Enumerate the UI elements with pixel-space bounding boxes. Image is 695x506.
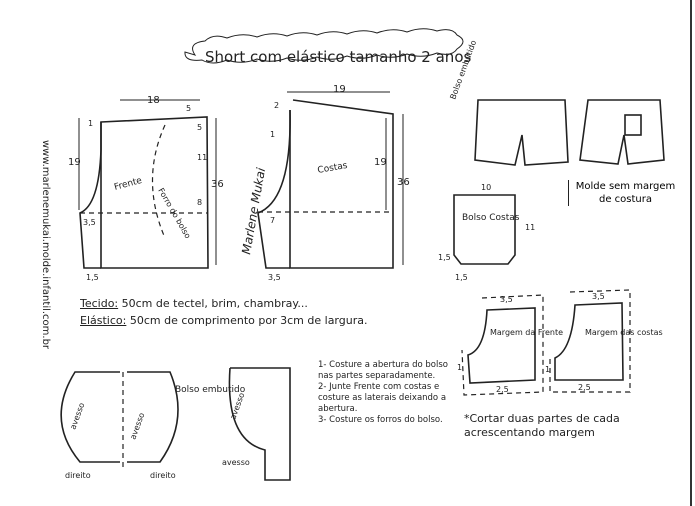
front-pocket-top: 5 <box>197 123 202 132</box>
front-pattern-piece: 18 5 1 19 36 5 11 8 3,5 1,5 Frente Forro… <box>68 95 224 282</box>
front-label: Frente <box>113 176 143 193</box>
back-facing-label: Margem das costas <box>585 328 663 337</box>
cut-note: *Cortar duas partes de cada acrescentand… <box>464 412 620 439</box>
website-text: www.marlenemukai.molde.infantil.com.br <box>40 140 51 350</box>
front-total-height: 36 <box>211 179 224 190</box>
pocket-height: 11 <box>525 223 535 232</box>
pocket-diagram-label: Bolso embutido <box>175 385 246 395</box>
front-pocket-opening: 11 <box>197 153 207 162</box>
front-waist-offset: 5 <box>186 104 191 113</box>
back-width-label: 19 <box>333 84 346 95</box>
back-facing-side: 1 <box>545 365 550 374</box>
title-cloud: Short com elástico tamanho 2 anos <box>184 28 471 66</box>
cut-note-box: *Cortar duas partes de cada acrescentand… <box>464 412 620 439</box>
direito-label-2: direito <box>150 471 176 480</box>
front-facing-bottom: 2,5 <box>496 385 509 394</box>
direito-label-1: direito <box>65 471 91 480</box>
avesso-label-4: avesso <box>222 458 250 467</box>
elastic-text: 50cm de comprimento por 3cm de largura. <box>129 314 368 327</box>
elastic-label: Elástico: <box>80 314 127 327</box>
front-facing-label: Margem da Frente <box>490 328 563 337</box>
back-rise2-label: 1 <box>270 130 275 139</box>
front-hem-offset: 1,5 <box>86 273 99 282</box>
back-facing-top: 3,5 <box>592 292 605 301</box>
pocket-label: Bolso Costas <box>462 213 520 223</box>
fabric-text: 50cm de tectel, brim, chambray... <box>121 297 308 310</box>
pocket-assembly-diagram: avesso avesso direito direito Bolso embu… <box>60 367 291 481</box>
front-facing-top: 3,5 <box>500 295 513 304</box>
back-pocket-piece: 10 11 Bolso Costas 1,5 1,5 <box>438 183 535 282</box>
fabric-label: Tecido: <box>80 297 119 310</box>
no-margin-note: Molde sem margem de costura <box>568 180 678 206</box>
front-crotch-height: 19 <box>68 157 81 168</box>
front-facing-side: 1 <box>457 363 462 372</box>
pocket-corner2: 1,5 <box>455 273 468 282</box>
avesso-label-1: avesso <box>68 401 86 430</box>
pocket-corner: 1,5 <box>438 253 451 262</box>
page-title: Short com elástico tamanho 2 anos <box>205 48 471 66</box>
back-crotch-ext: 7 <box>270 216 275 225</box>
back-hem-offset: 3,5 <box>268 273 281 282</box>
front-width-label: 18 <box>147 95 160 106</box>
shorts-illustration: Bolso embutido <box>448 39 665 166</box>
back-facing-bottom: 2,5 <box>578 383 591 392</box>
back-rise-label: 2 <box>274 101 279 110</box>
instruction-2: 2- Junte Frente com costas e costure as … <box>318 382 447 414</box>
materials-block: Tecido: 50cm de tectel, brim, chambray..… <box>80 297 368 327</box>
instruction-3: 3- Costure os forros do bolso. <box>318 415 443 425</box>
front-pocket-depth: 8 <box>197 198 202 207</box>
pocket-width: 10 <box>481 183 491 192</box>
back-total-height: 36 <box>397 177 410 188</box>
instruction-1: 1- Costure a abertura do bolso nas parte… <box>318 360 448 381</box>
back-facing-piece: Margem das costas 3,5 2,5 1 <box>545 289 663 393</box>
back-label: Costas <box>317 161 349 176</box>
back-crotch-height: 19 <box>374 157 387 168</box>
front-facing-piece: Margem da Frente 3,5 2,5 1 <box>457 294 563 396</box>
avesso-label-2: avesso <box>128 411 146 440</box>
no-margin-note-box: Molde sem margem de costura <box>568 180 678 206</box>
back-pattern-piece: 19 2 1 19 36 Costas 7 3,5 <box>257 84 410 282</box>
front-rise-label: 1 <box>88 119 93 128</box>
front-crotch-ext: 3,5 <box>83 218 96 227</box>
instructions-block: 1- Costure a abertura do bolso nas parte… <box>318 360 448 425</box>
